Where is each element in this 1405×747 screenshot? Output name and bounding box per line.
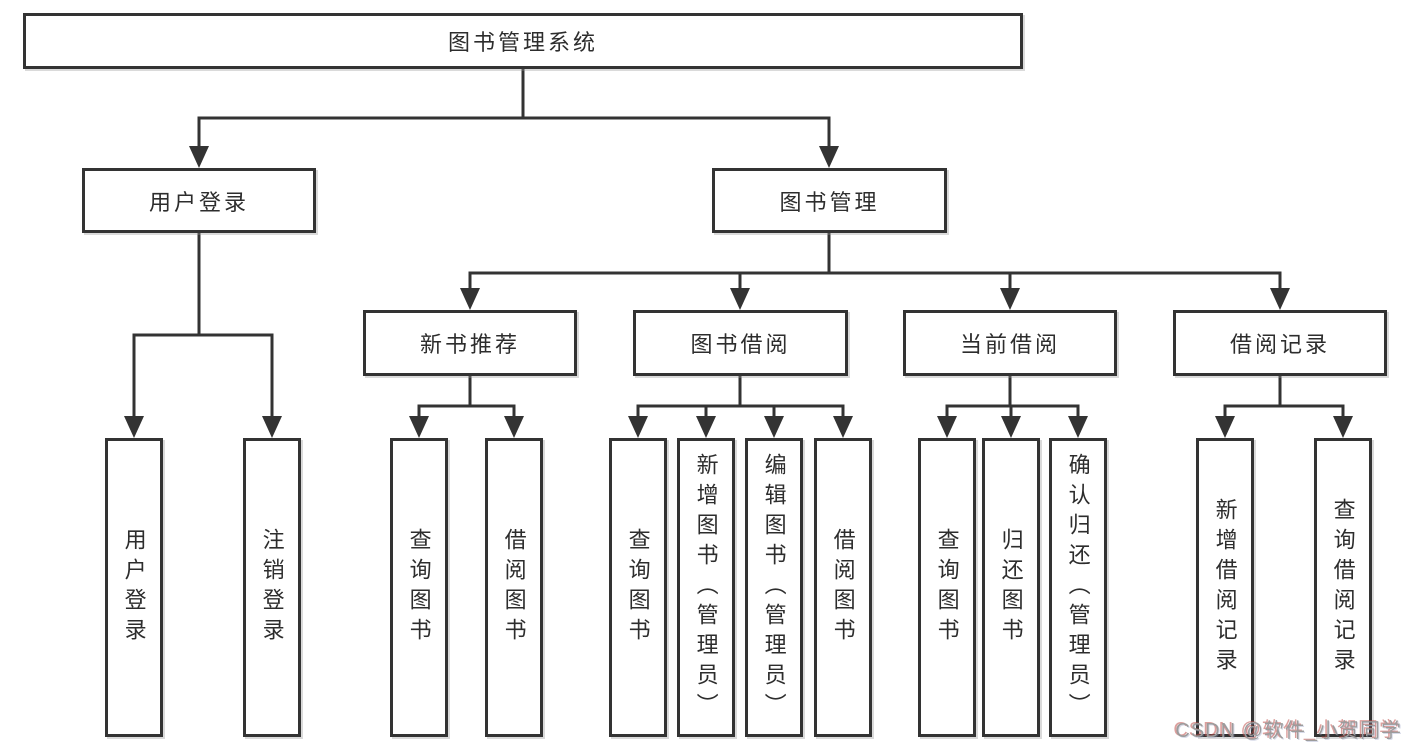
leaf-cb-return-books: 归还图书 xyxy=(982,438,1040,737)
node-book-borrow-label: 图书借阅 xyxy=(690,332,791,357)
node-new-book-rec-label: 新书推荐 xyxy=(419,332,520,357)
connector-current-borrow-to-leaves xyxy=(937,374,1088,438)
leaf-cb-confirm-return-label: 确认归还（管理员） xyxy=(1065,452,1091,723)
node-root-label: 图书管理系统 xyxy=(447,30,598,55)
node-current-borrow: 当前借阅 xyxy=(903,310,1117,376)
leaf-bb-borrow-books: 借阅图书 xyxy=(814,438,872,737)
leaf-rec-query-books-label: 查询图书 xyxy=(406,527,432,648)
leaf-bb-add-books: 新增图书（管理员） xyxy=(677,438,735,737)
node-book-borrow: 图书借阅 xyxy=(633,310,848,376)
connector-new-book-rec-to-leaves xyxy=(409,374,524,438)
node-user-login: 用户登录 xyxy=(82,168,316,233)
leaf-bb-borrow-books-label: 借阅图书 xyxy=(830,527,856,648)
leaf-rec-query-books: 查询图书 xyxy=(390,438,448,737)
leaf-user-login: 用户登录 xyxy=(105,438,163,737)
node-root: 图书管理系统 xyxy=(23,13,1023,69)
leaf-rec-borrow-books: 借阅图书 xyxy=(485,438,543,737)
leaf-bb-edit-books-label: 编辑图书（管理员） xyxy=(761,452,787,723)
leaf-cb-query-books: 查询图书 xyxy=(918,438,976,737)
connector-book-borrow-to-leaves xyxy=(628,374,853,438)
leaf-logout-label: 注销登录 xyxy=(259,527,285,648)
leaf-br-query-record: 查询借阅记录 xyxy=(1314,438,1372,737)
connector-book-mgmt-to-level3 xyxy=(460,231,1290,310)
leaf-cb-query-books-label: 查询图书 xyxy=(934,527,960,648)
leaf-br-add-record-label: 新增借阅记录 xyxy=(1212,497,1238,678)
leaf-cb-confirm-return: 确认归还（管理员） xyxy=(1049,438,1107,737)
node-new-book-rec: 新书推荐 xyxy=(363,310,577,376)
connector-user-login-to-leaves xyxy=(124,231,282,438)
node-user-login-label: 用户登录 xyxy=(148,189,249,215)
connector-root-to-level2 xyxy=(189,67,839,168)
leaf-br-add-record: 新增借阅记录 xyxy=(1196,438,1254,737)
leaf-br-query-record-label: 查询借阅记录 xyxy=(1330,497,1356,678)
node-book-mgmt-label: 图书管理 xyxy=(779,189,880,215)
leaf-rec-borrow-books-label: 借阅图书 xyxy=(501,527,527,648)
leaf-bb-query-books: 查询图书 xyxy=(609,438,667,737)
csdn-watermark: CSDN @软件_小贺同学 xyxy=(1175,720,1402,742)
connector-borrow-records-to-leaves xyxy=(1215,374,1353,438)
leaf-logout: 注销登录 xyxy=(243,438,301,737)
node-borrow-records-label: 借阅记录 xyxy=(1229,332,1330,357)
node-current-borrow-label: 当前借阅 xyxy=(959,332,1060,357)
leaf-bb-query-books-label: 查询图书 xyxy=(625,527,651,648)
node-book-mgmt: 图书管理 xyxy=(712,168,947,233)
leaf-bb-edit-books: 编辑图书（管理员） xyxy=(745,438,803,737)
node-borrow-records: 借阅记录 xyxy=(1173,310,1387,376)
leaf-cb-return-books-label: 归还图书 xyxy=(998,527,1024,648)
leaf-user-login-label: 用户登录 xyxy=(121,527,147,648)
leaf-bb-add-books-label: 新增图书（管理员） xyxy=(693,452,719,723)
